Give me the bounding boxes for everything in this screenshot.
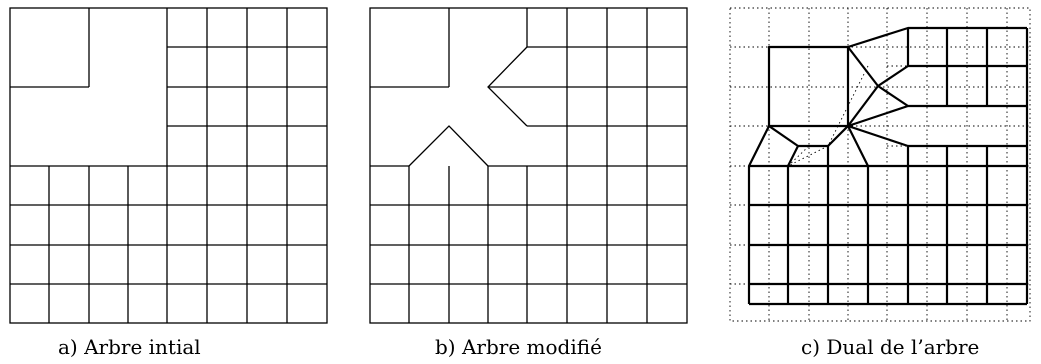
panel-a: a) Arbre intial	[0, 0, 340, 364]
initial-quadtree-mesh	[9, 7, 328, 324]
caption-c: c) Dual de l’arbre	[801, 335, 980, 359]
dotted-grid	[729, 7, 1031, 322]
panel-b: b) Arbre modifié	[360, 0, 700, 364]
panel-c: c) Dual de l’arbre	[720, 0, 1041, 364]
dual-mesh	[729, 7, 1031, 322]
dual-edges	[747, 26, 1029, 306]
caption-a: a) Arbre intial	[58, 335, 201, 359]
caption-b: b) Arbre modifié	[435, 335, 602, 359]
modified-quadtree-mesh	[369, 7, 688, 324]
